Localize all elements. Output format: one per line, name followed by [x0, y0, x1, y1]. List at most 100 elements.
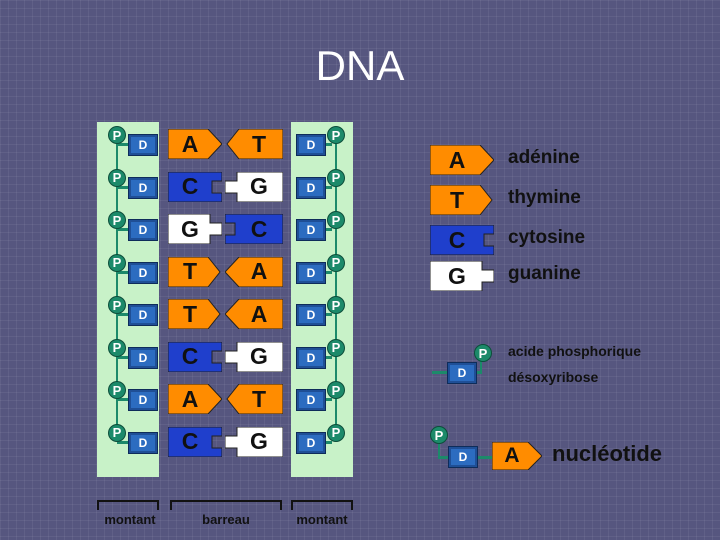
base-left: A	[168, 384, 222, 414]
nucleotide-base-letter: A	[504, 444, 520, 467]
left-backbone-line	[116, 128, 118, 438]
base-right-shape	[225, 341, 283, 372]
phosphate-icon: P	[327, 168, 345, 187]
legend-base-name: cytosine	[508, 227, 586, 248]
left-strand-bracket	[97, 500, 159, 510]
right-strand-bracket	[291, 500, 353, 510]
deoxyribose-label: D	[131, 179, 155, 196]
phosphate-icon: P	[108, 168, 126, 187]
phosphate-sugar-link	[117, 355, 129, 359]
phosphate-icon: P	[108, 126, 126, 144]
phosphate-icon: P	[327, 423, 345, 442]
base-right-shape	[225, 171, 283, 202]
deoxyribose-label: D	[299, 222, 323, 238]
base-left-letter: G	[181, 215, 199, 242]
deoxyribose-right: D	[296, 176, 326, 199]
deoxyribose-label: D	[131, 264, 155, 281]
base-left: T	[168, 256, 222, 287]
nucleotide-link-line	[438, 456, 450, 459]
legend-base: G	[430, 261, 494, 291]
base-left: G	[168, 214, 222, 244]
legend-base-letter: G	[448, 262, 466, 289]
base-right-shape	[225, 256, 283, 287]
base-right: G	[225, 171, 283, 202]
legend-link-line	[480, 352, 482, 372]
deoxyribose-left: D	[128, 431, 158, 454]
base-left-letter: T	[182, 300, 198, 327]
legend-base: C	[430, 225, 494, 255]
deoxyribose-right: D	[296, 389, 326, 411]
legend-base-shape	[430, 145, 494, 175]
legend-base-shape	[430, 261, 494, 291]
nucleotide-base: A	[492, 442, 542, 470]
base-left-letter: T	[182, 258, 198, 284]
deoxyribose-label: D	[131, 137, 155, 153]
deoxyribose-left: D	[128, 134, 158, 156]
nucleotide-label: nucléotide	[552, 441, 663, 466]
base-right-shape	[226, 129, 283, 159]
base-left-letter: C	[181, 428, 199, 454]
base-left-shape	[168, 299, 221, 329]
deoxyribose-label: D	[299, 349, 323, 366]
base-right-letter: C	[250, 215, 268, 242]
legend-base-shape	[430, 225, 494, 255]
phosphate-sugar-link	[117, 398, 129, 401]
legend-base: T	[430, 185, 494, 215]
deoxyribose-left: D	[128, 219, 158, 241]
nucleotide-phosphate-icon: P	[430, 426, 448, 444]
legend-base-letter: A	[448, 146, 466, 173]
deoxyribose-label: D	[299, 264, 323, 281]
nucleotide-deoxyribose: D	[448, 446, 478, 468]
deoxyribose-right: D	[296, 431, 326, 454]
base-right-shape	[225, 426, 283, 457]
deoxyribose-left: D	[128, 304, 158, 326]
phosphate-sugar-link	[320, 185, 332, 189]
base-right-letter: T	[251, 130, 267, 157]
legend-base-letter: T	[449, 186, 465, 213]
phosphate-sugar-link	[117, 228, 129, 231]
deoxyribose-label: D	[299, 434, 323, 451]
phosphate-sugar-link	[320, 398, 332, 401]
legend-base-name: adénine	[508, 147, 580, 168]
phosphate-sugar-link	[117, 185, 129, 189]
right-backbone-line	[335, 128, 337, 438]
base-right: A	[225, 256, 283, 287]
deoxyribose-label: D	[131, 434, 155, 451]
left-strand-label: montant	[104, 512, 156, 527]
base-right: T	[225, 384, 283, 414]
rung-label: barreau	[202, 512, 250, 527]
phosphoric-acid-label: acide phosphorique	[508, 343, 642, 359]
base-right: G	[225, 426, 283, 457]
base-left-shape	[168, 341, 222, 372]
phosphate-sugar-link	[320, 440, 332, 444]
legend-phosphate-icon: P	[474, 344, 492, 362]
right-strand-label: montant	[296, 512, 348, 527]
base-right: T	[225, 129, 283, 159]
phosphate-icon: P	[108, 253, 126, 272]
base-right-letter: T	[251, 385, 267, 412]
legend-deoxyribose: D	[447, 362, 477, 384]
base-left-letter: A	[181, 130, 199, 157]
phosphate-icon: P	[327, 296, 345, 314]
deoxyribose-right: D	[296, 219, 326, 241]
nucleotide-base-shape	[492, 442, 542, 470]
base-left-shape	[168, 426, 222, 457]
deoxyribose-left: D	[128, 346, 158, 369]
legend-base: A	[430, 145, 494, 175]
deoxyribose-right: D	[296, 346, 326, 369]
base-left-shape	[168, 256, 221, 287]
base-left: A	[168, 129, 222, 159]
phosphate-sugar-link	[117, 143, 129, 146]
deoxyribose-label: D	[299, 137, 323, 153]
deoxyribose-left: D	[128, 176, 158, 199]
phosphate-icon: P	[108, 381, 126, 399]
base-right-letter: A	[250, 300, 268, 327]
phosphate-sugar-link	[320, 228, 332, 231]
phosphate-icon: P	[327, 381, 345, 399]
base-right: C	[225, 214, 283, 244]
deoxyribose-label: D	[131, 349, 155, 366]
base-left: C	[168, 171, 222, 202]
phosphate-icon: P	[327, 253, 345, 272]
deoxyribose-legend-label: désoxyribose	[508, 369, 599, 385]
